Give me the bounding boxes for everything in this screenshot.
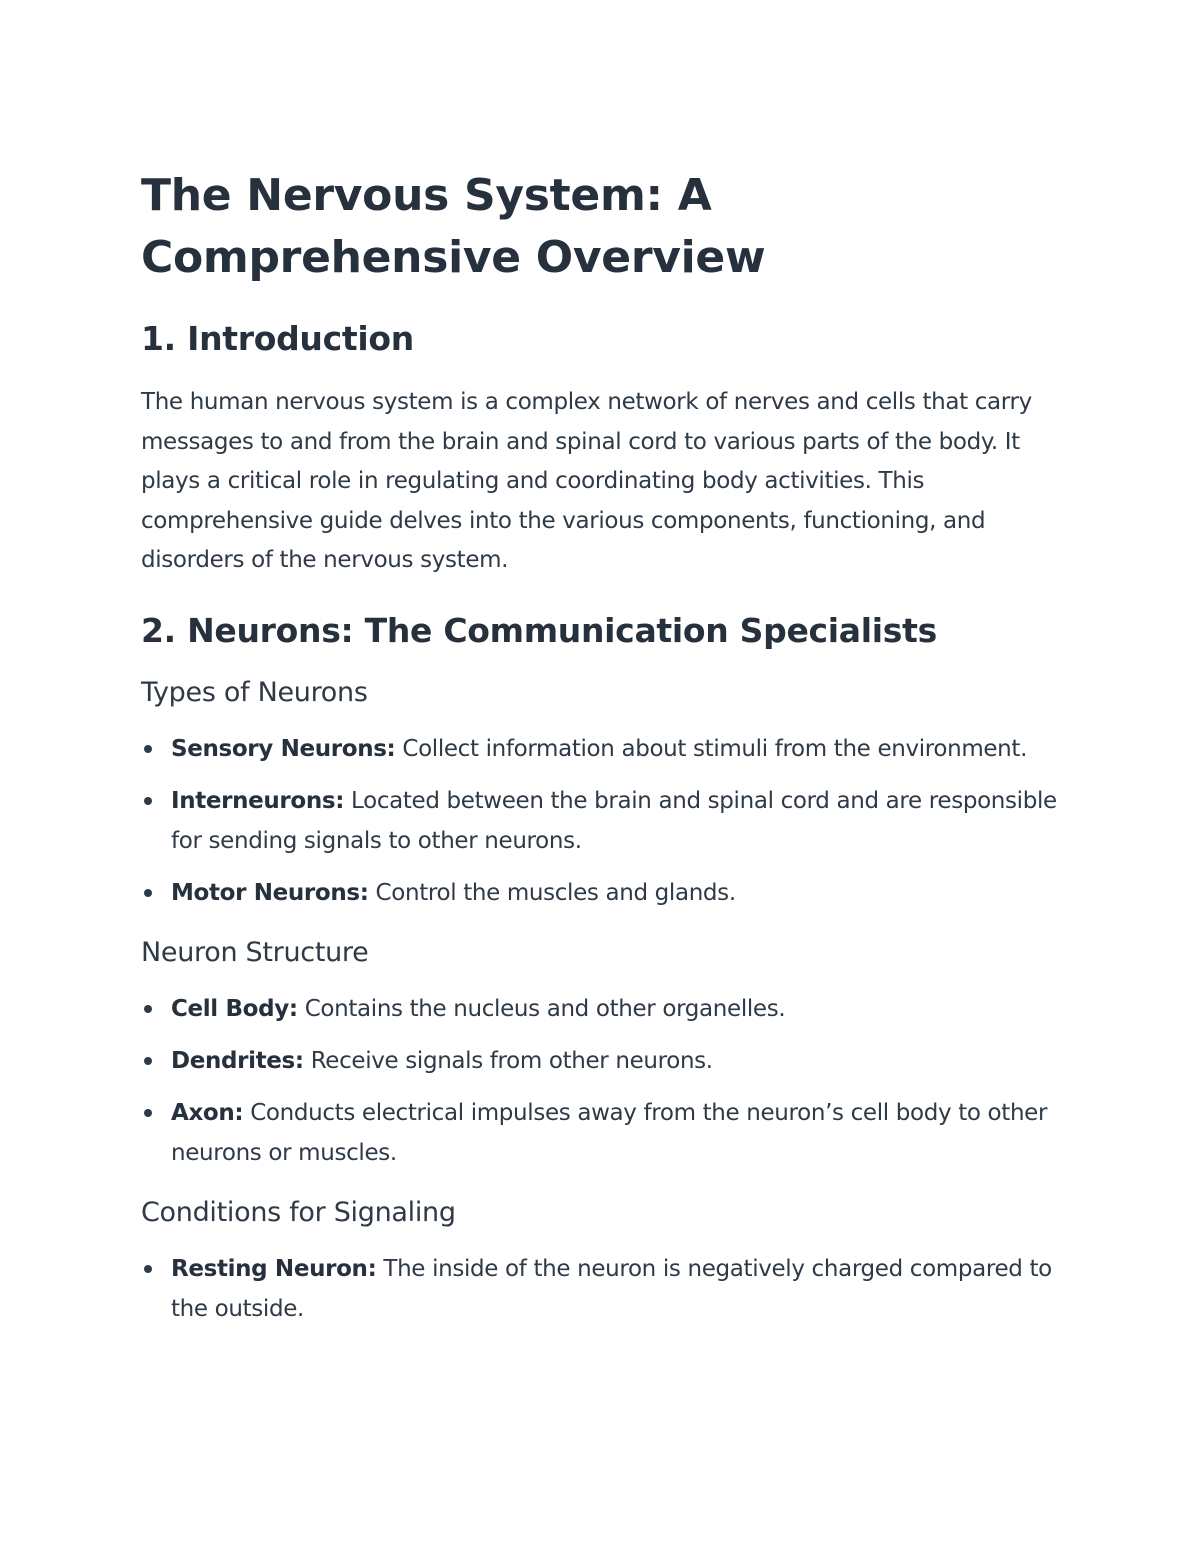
- document-page: The Nervous System: A Comprehensive Over…: [141, 165, 1061, 1329]
- list-item-term: Interneurons:: [171, 787, 345, 814]
- list-item-text: Control the muscles and glands.: [368, 879, 737, 906]
- list-item-term: Dendrites:: [171, 1047, 304, 1074]
- list-item-term: Cell Body:: [171, 995, 298, 1022]
- list-item-term: Resting Neuron:: [171, 1255, 377, 1282]
- list-item: Interneurons: Located between the brain …: [141, 781, 1061, 861]
- bullet-dot-icon: [144, 796, 152, 805]
- bullet-dot-icon: [144, 1264, 152, 1273]
- list-item: Sensory Neurons: Collect information abo…: [141, 729, 1061, 769]
- list-neuron-structure: Cell Body: Contains the nucleus and othe…: [141, 989, 1061, 1173]
- list-item: Axon: Conducts electrical impulses away …: [141, 1093, 1061, 1173]
- list-item-text: Contains the nucleus and other organelle…: [297, 995, 786, 1022]
- list-item-term: Sensory Neurons:: [171, 735, 396, 762]
- bullet-dot-icon: [144, 888, 152, 897]
- bullet-dot-icon: [144, 1056, 152, 1065]
- list-conditions-for-signaling: Resting Neuron: The inside of the neuron…: [141, 1249, 1061, 1329]
- list-item-text: Located between the brain and spinal cor…: [171, 787, 1057, 854]
- section-heading-introduction: 1. Introduction: [141, 319, 414, 358]
- list-item: Cell Body: Contains the nucleus and othe…: [141, 989, 1061, 1029]
- subsection-heading-conditions-for-signaling: Conditions for Signaling: [141, 1196, 456, 1228]
- document-title: The Nervous System: A Comprehensive Over…: [141, 170, 766, 283]
- list-item-text: The inside of the neuron is negatively c…: [171, 1255, 1052, 1322]
- list-types-of-neurons: Sensory Neurons: Collect information abo…: [141, 729, 1061, 913]
- list-item-text: Collect information about stimuli from t…: [395, 735, 1028, 762]
- list-item: Resting Neuron: The inside of the neuron…: [141, 1249, 1061, 1329]
- list-item-text: Receive signals from other neurons.: [303, 1047, 713, 1074]
- bullet-dot-icon: [144, 1004, 152, 1013]
- list-item: Motor Neurons: Control the muscles and g…: [141, 873, 1061, 913]
- list-item-text: Conducts electrical impulses away from t…: [171, 1099, 1048, 1166]
- list-item-term: Axon:: [171, 1099, 244, 1126]
- subsection-heading-neuron-structure: Neuron Structure: [141, 936, 369, 968]
- subsection-heading-types-of-neurons: Types of Neurons: [141, 676, 368, 708]
- list-item-term: Motor Neurons:: [171, 879, 369, 906]
- bullet-dot-icon: [144, 1108, 152, 1117]
- section-heading-neurons: 2. Neurons: The Communication Specialist…: [141, 610, 937, 650]
- list-item: Dendrites: Receive signals from other ne…: [141, 1041, 1061, 1081]
- introduction-paragraph: The human nervous system is a complex ne…: [141, 389, 1032, 573]
- bullet-dot-icon: [144, 744, 152, 753]
